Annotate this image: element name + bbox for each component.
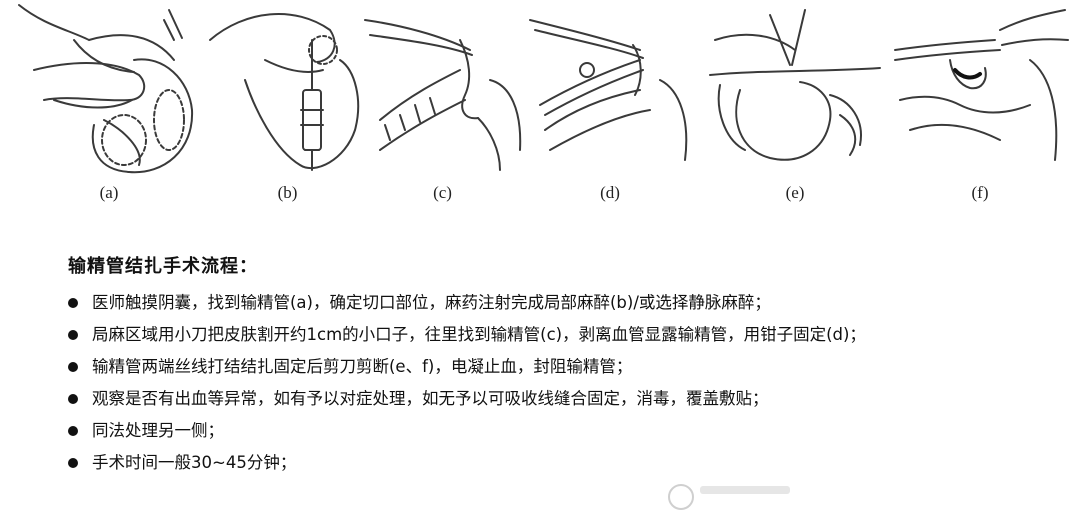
step-text: 局麻区域用小刀把皮肤割开约1cm的小口子，往里找到输精管(c)，剥离血管显露输精…	[92, 325, 866, 344]
watermark-logo-icon	[668, 484, 694, 510]
cauterization-sealing-icon	[894, 9, 1069, 161]
clamping-vas-deferens-icon	[529, 19, 688, 161]
list-item: 医师触摸阴囊，找到输精管(a)，确定切口部位，麻药注射完成局部麻醉(b)/或选择…	[68, 289, 866, 321]
panel-d: (d)	[525, 0, 695, 215]
procedure-steps-list: 医师触摸阴囊，找到输精管(a)，确定切口部位，麻药注射完成局部麻醉(b)/或选择…	[68, 289, 866, 481]
bullet-icon	[68, 362, 78, 372]
panel-e: (e)	[700, 0, 890, 215]
step-text: 同法处理另一侧；	[92, 421, 224, 440]
panel-f: (f)	[890, 0, 1070, 215]
panel-caption: (a)	[99, 183, 119, 202]
panel-caption: (b)	[277, 183, 298, 202]
panel-b: (b)	[205, 0, 370, 215]
list-item: 输精管两端丝线打结结扎固定后剪刀剪断(e、f)，电凝止血，封阻输精管；	[68, 353, 866, 385]
locating-vas-deferens-icon	[364, 19, 522, 171]
panel-caption: (e)	[785, 183, 805, 202]
bullet-icon	[68, 458, 78, 468]
step-text: 观察是否有出血等异常，如有予以对症处理，如无予以可吸收线缝合固定，消毒，覆盖敷贴…	[92, 389, 769, 408]
panel-a: (a)	[14, 0, 204, 215]
list-item: 观察是否有出血等异常，如有予以对症处理，如无予以可吸收线缝合固定，消毒，覆盖敷贴…	[68, 385, 866, 417]
step-text: 医师触摸阴囊，找到输精管(a)，确定切口部位，麻药注射完成局部麻醉(b)/或选择…	[92, 293, 771, 312]
step-text: 输精管两端丝线打结结扎固定后剪刀剪断(e、f)，电凝止血，封阻输精管；	[92, 357, 633, 376]
palpation-illustration-icon	[18, 4, 194, 174]
bullet-icon	[68, 426, 78, 436]
panel-c: (c)	[360, 0, 525, 215]
watermark-text-icon	[700, 486, 790, 494]
procedure-heading: 输精管结扎手术流程：	[68, 256, 258, 277]
panel-caption: (c)	[433, 183, 452, 202]
bullet-icon	[68, 298, 78, 308]
ligation-cutting-icon	[709, 9, 881, 161]
illustration-strip: (a) (b)	[0, 0, 1080, 215]
list-item: 局麻区域用小刀把皮肤割开约1cm的小口子，往里找到输精管(c)，剥离血管显露输精…	[68, 321, 866, 353]
list-item: 同法处理另一侧；	[68, 417, 866, 449]
panel-caption: (d)	[600, 183, 620, 202]
bullet-icon	[68, 394, 78, 404]
bullet-icon	[68, 330, 78, 340]
panel-caption: (f)	[971, 183, 989, 202]
local-anesthesia-injection-icon	[209, 13, 360, 171]
list-item: 手术时间一般30~45分钟；	[68, 449, 866, 481]
step-text: 手术时间一般30~45分钟；	[92, 453, 297, 472]
